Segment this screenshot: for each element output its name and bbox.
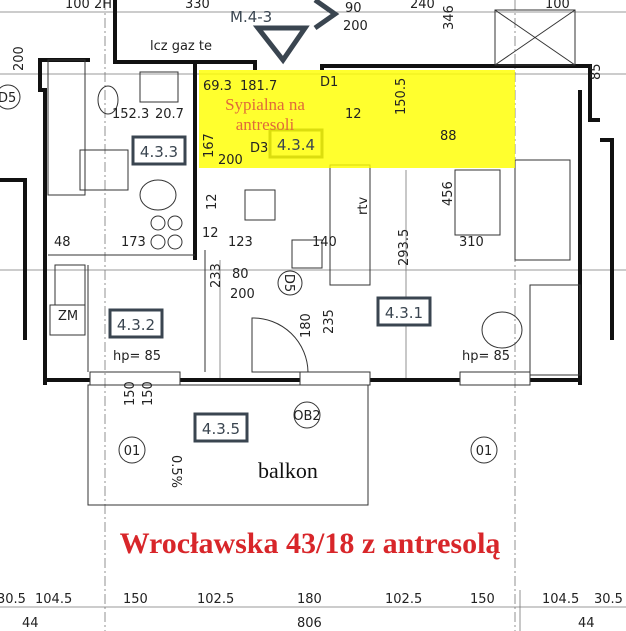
hp-left: hp= 85 [113, 349, 161, 364]
dim: 173 [121, 235, 146, 250]
slope-label: 0.5% [168, 455, 183, 488]
dim: 69.3 [203, 79, 232, 94]
dim-top: 100 2H [65, 0, 112, 12]
dim: 88 [440, 129, 457, 144]
door-window-tags [0, 84, 498, 464]
dim-bottom: 44 [578, 616, 595, 631]
balcony [87, 384, 369, 506]
dim: 140 [312, 235, 337, 250]
dim: 80 [232, 267, 249, 282]
stair-arrow-icon [252, 0, 340, 65]
mezzanine-highlight [199, 70, 515, 168]
hp-right: hp= 85 [462, 349, 510, 364]
door-tag-d1: D1 [320, 75, 338, 90]
dim: 20.7 [155, 107, 184, 122]
dim-bottom: 806 [297, 616, 322, 631]
dim-top: 200 [343, 19, 368, 34]
dim: 181.7 [240, 79, 277, 94]
room-4-3-3: 4.3.3 [140, 143, 178, 161]
door-tag-d3: D3 [250, 141, 268, 156]
gas-label: lcz gaz te [150, 39, 212, 54]
door-tag-d5-left: D5 [0, 91, 16, 106]
dim: 180 [299, 313, 314, 338]
dim: 150 [141, 381, 156, 406]
balcony-label: balkon [258, 458, 318, 483]
furniture [49, 9, 581, 376]
dim-bottom: 44 [22, 616, 39, 631]
dim-bottom: 104.5 [35, 592, 72, 607]
door-tag-d5: D5 [281, 274, 296, 292]
dim: 167 [202, 133, 217, 158]
mezzanine-label-1: Sypialna na [225, 95, 305, 114]
stair-tag: M.4-3 [230, 8, 272, 26]
dim-top: 100 [545, 0, 570, 12]
dim: 235 [322, 309, 337, 334]
dim: 12 [345, 107, 362, 122]
room-4-3-5: 4.3.5 [202, 420, 240, 438]
dim: 293.5 [397, 229, 412, 266]
dim: 200 [12, 46, 27, 71]
dim: 200 [230, 287, 255, 302]
dim: 456 [441, 181, 456, 206]
room-4-3-1: 4.3.1 [385, 304, 423, 322]
dim: 12 [205, 193, 220, 210]
dim: 150.5 [394, 78, 409, 115]
mezzanine-label-2: antresoli [236, 115, 295, 134]
dim-bottom: 150 [470, 592, 495, 607]
room-4-3-2: 4.3.2 [117, 316, 155, 334]
dim-bottom: 102.5 [385, 592, 422, 607]
dim-bottom: 102.5 [197, 592, 234, 607]
dim-bottom: 104.5 [542, 592, 579, 607]
plan-title: Wrocławska 43/18 z antresolą [120, 527, 501, 560]
dim-top: 330 [185, 0, 210, 12]
dim: 85 [589, 63, 604, 80]
dim-bottom: 150 [123, 592, 148, 607]
window-tag-01-left: 01 [124, 444, 141, 459]
room-4-3-4: 4.3.4 [277, 136, 315, 154]
dim: 48 [54, 235, 71, 250]
dim: 123 [228, 235, 253, 250]
dim: 233 [209, 263, 224, 288]
dim: 150 [123, 381, 138, 406]
dim-top: 346 [442, 5, 457, 30]
dim-top: 90 [345, 1, 362, 16]
dim: 12 [202, 226, 219, 241]
dim: 152.3 [112, 107, 149, 122]
dim: 200 [218, 153, 243, 168]
dim-bottom: 30.5 [594, 592, 623, 607]
dim-bottom: 180 [297, 592, 322, 607]
zm-label: ZM [58, 309, 78, 324]
dim: 310 [459, 235, 484, 250]
rtv-label: rtv [356, 197, 371, 215]
dim-bottom: 30.5 [0, 592, 26, 607]
bottom-dimensions: 30.5 104.5 150 102.5 180 102.5 150 104.5… [0, 590, 623, 631]
window-tag-01-right: 01 [476, 444, 493, 459]
window-tag-ob2: OB2 [293, 409, 320, 424]
dim-top: 240 [410, 0, 435, 12]
